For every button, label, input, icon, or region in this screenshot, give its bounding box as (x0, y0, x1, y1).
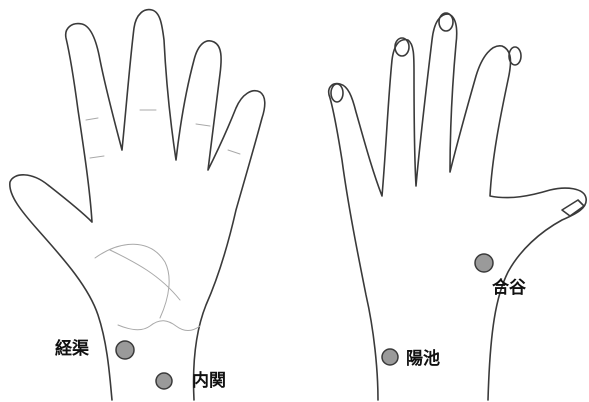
acupoint-marker (116, 341, 134, 359)
acupoint-label-yochi: 陽池 (406, 351, 440, 368)
right-hand-back (329, 13, 586, 400)
finger-joint (228, 150, 240, 154)
palm-crease-life (95, 244, 169, 318)
left-hand-outline (10, 10, 265, 400)
acupoint-label-naikan: 内関 (192, 373, 226, 390)
finger-joint (196, 124, 210, 126)
thumbnail (562, 200, 584, 216)
finger-joint (86, 118, 98, 120)
acupoint-label-keikyo: 経渠 (55, 341, 89, 358)
fingernail (331, 84, 343, 102)
acupoint-label-goukoku: 合谷 (492, 280, 526, 297)
fingernail (509, 47, 521, 65)
acupoint-marker (475, 254, 493, 272)
wrist-crease (118, 321, 200, 331)
right-hand-outline (329, 14, 586, 400)
palm-crease-head (110, 250, 180, 300)
acupoint-marker (156, 373, 172, 389)
fingernail (439, 13, 453, 31)
acupoint-marker (382, 349, 398, 365)
left-hand-palm (10, 10, 265, 400)
finger-joint (90, 156, 104, 158)
